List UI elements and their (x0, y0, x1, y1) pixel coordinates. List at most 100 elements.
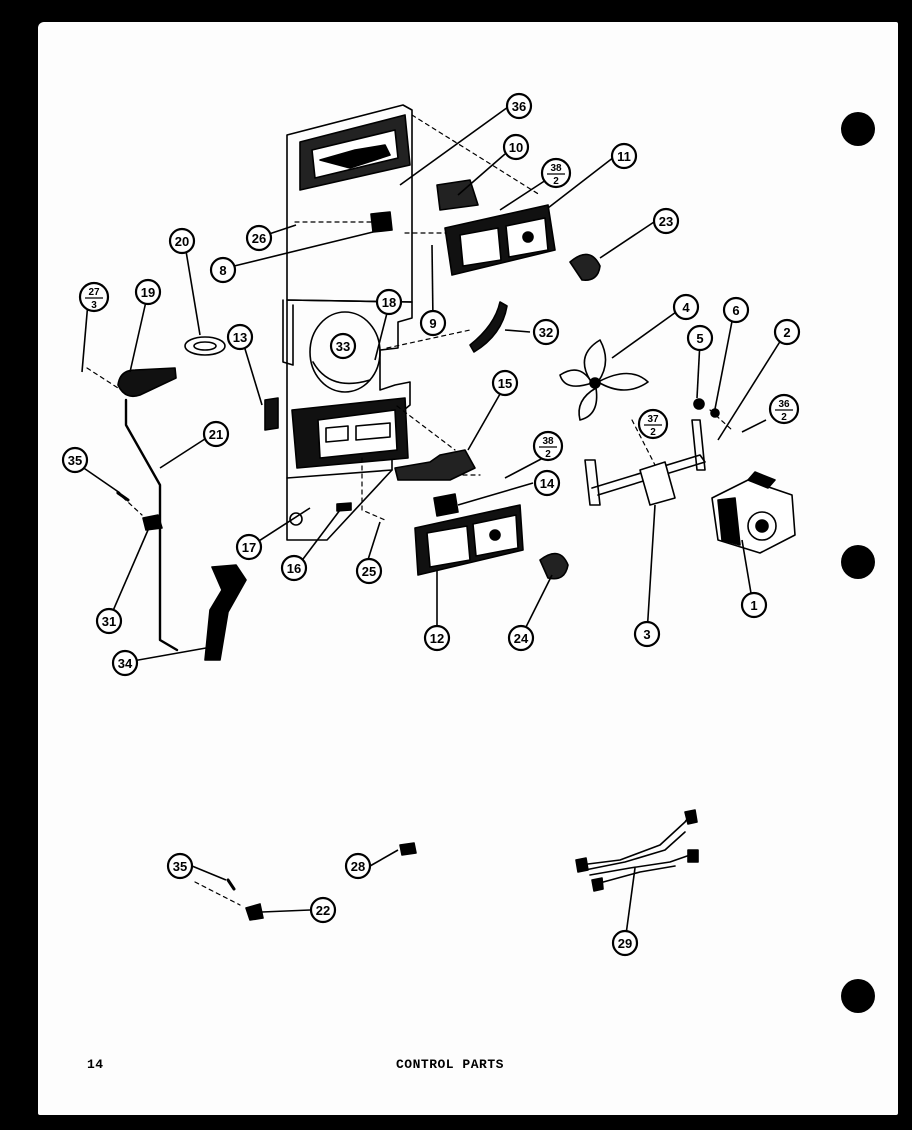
callout-3: 3 (633, 620, 661, 648)
svg-text:15: 15 (498, 376, 512, 391)
svg-text:24: 24 (514, 631, 529, 646)
svg-text:34: 34 (118, 656, 133, 671)
lower-switch-block (414, 504, 524, 576)
svg-text:2: 2 (545, 449, 551, 460)
callout-18: 18 (375, 288, 403, 316)
lower-knob-part (539, 552, 569, 580)
svg-text:17: 17 (242, 540, 256, 555)
screw-part (710, 408, 720, 418)
callout-12: 12 (423, 624, 451, 652)
side-bracket-part (264, 397, 279, 431)
svg-text:2: 2 (650, 427, 656, 438)
svg-text:5: 5 (696, 331, 703, 346)
screw-part (116, 491, 130, 502)
svg-text:2: 2 (781, 412, 787, 423)
switch-bracket-part (436, 179, 479, 211)
svg-text:37: 37 (647, 414, 659, 425)
callout-24: 24 (507, 624, 535, 652)
bracket-clip-part (245, 903, 264, 921)
callout-36-over-2: 362 (768, 393, 800, 425)
callout-9: 9 (419, 309, 447, 337)
callout-27-over-3: 273 (78, 281, 110, 313)
callout-16: 16 (280, 554, 308, 582)
svg-text:36: 36 (778, 399, 790, 410)
callout-2: 2 (773, 318, 801, 346)
callout-8: 8 (209, 256, 237, 284)
binder-hole-top (841, 112, 875, 146)
svg-text:21: 21 (209, 427, 223, 442)
svg-text:38: 38 (542, 436, 554, 447)
binder-hole-bottom (841, 979, 875, 1013)
upper-switch-block (444, 204, 556, 276)
svg-text:28: 28 (351, 859, 365, 874)
plug-part (399, 842, 417, 856)
callout-29: 29 (611, 929, 639, 957)
svg-text:20: 20 (175, 234, 189, 249)
svg-text:27: 27 (88, 287, 100, 298)
gasket-strip-part (204, 564, 247, 661)
callout-23: 23 (652, 207, 680, 235)
callout-35: 35 (61, 446, 89, 474)
callout-6: 6 (722, 296, 750, 324)
svg-text:10: 10 (509, 140, 523, 155)
callout-20: 20 (168, 227, 196, 255)
callout-35-lower: 35 (166, 852, 194, 880)
damper-strip-part (469, 301, 508, 353)
callout-34: 34 (111, 649, 139, 677)
callout-38-over-2-lower: 382 (532, 430, 564, 462)
upper-knob-part (569, 253, 601, 282)
svg-text:11: 11 (617, 149, 631, 164)
callout-37-over-2: 372 (637, 408, 669, 440)
callout-36: 36 (505, 92, 533, 120)
bearing-ring-part (184, 336, 226, 356)
callout-38-over-2: 382 (540, 157, 572, 189)
terminal-block-part (433, 493, 459, 517)
screw-part (693, 398, 705, 410)
callout-17: 17 (235, 533, 263, 561)
binder-hole-middle (841, 545, 875, 579)
svg-text:14: 14 (540, 476, 555, 491)
callout-33: 33 (329, 332, 357, 360)
motor-bracket-part (584, 419, 706, 506)
svg-text:32: 32 (539, 325, 553, 340)
callout-13: 13 (226, 323, 254, 351)
svg-text:33: 33 (336, 339, 350, 354)
fan-motor-part (711, 471, 796, 554)
svg-text:16: 16 (287, 561, 301, 576)
page-caption: CONTROL PARTS (396, 1057, 504, 1072)
svg-text:2: 2 (553, 176, 559, 187)
page-number: 14 (87, 1057, 104, 1072)
svg-text:19: 19 (141, 285, 155, 300)
callout-15: 15 (491, 369, 519, 397)
svg-text:6: 6 (732, 303, 739, 318)
svg-text:12: 12 (430, 631, 444, 646)
callout-1: 1 (740, 591, 768, 619)
callout-25: 25 (355, 557, 383, 585)
svg-text:2: 2 (783, 325, 790, 340)
control-housing (282, 104, 413, 541)
svg-text:3: 3 (643, 627, 650, 642)
callout-22: 22 (309, 896, 337, 924)
svg-text:35: 35 (68, 453, 82, 468)
fan-blade-part (559, 339, 649, 421)
callout-10: 10 (502, 133, 530, 161)
svg-text:26: 26 (252, 231, 266, 246)
screw-part (226, 878, 236, 891)
thermostat-assembly (117, 367, 179, 652)
clip-part (142, 514, 163, 531)
callout-4: 4 (672, 293, 700, 321)
callout-11: 11 (610, 142, 638, 170)
callouts: 36 10 382 11 26 23 8 20 273 19 13 18 9 3… (61, 92, 801, 957)
leader-line-35-lower (191, 865, 227, 881)
svg-text:8: 8 (219, 263, 226, 278)
svg-text:25: 25 (362, 564, 376, 579)
svg-text:9: 9 (429, 316, 436, 331)
callout-31: 31 (95, 607, 123, 635)
callout-21: 21 (202, 420, 230, 448)
wire-harness-part (575, 809, 699, 892)
callout-14: 14 (533, 469, 561, 497)
callout-5: 5 (686, 324, 714, 352)
svg-text:35: 35 (173, 859, 187, 874)
svg-text:3: 3 (91, 300, 97, 311)
